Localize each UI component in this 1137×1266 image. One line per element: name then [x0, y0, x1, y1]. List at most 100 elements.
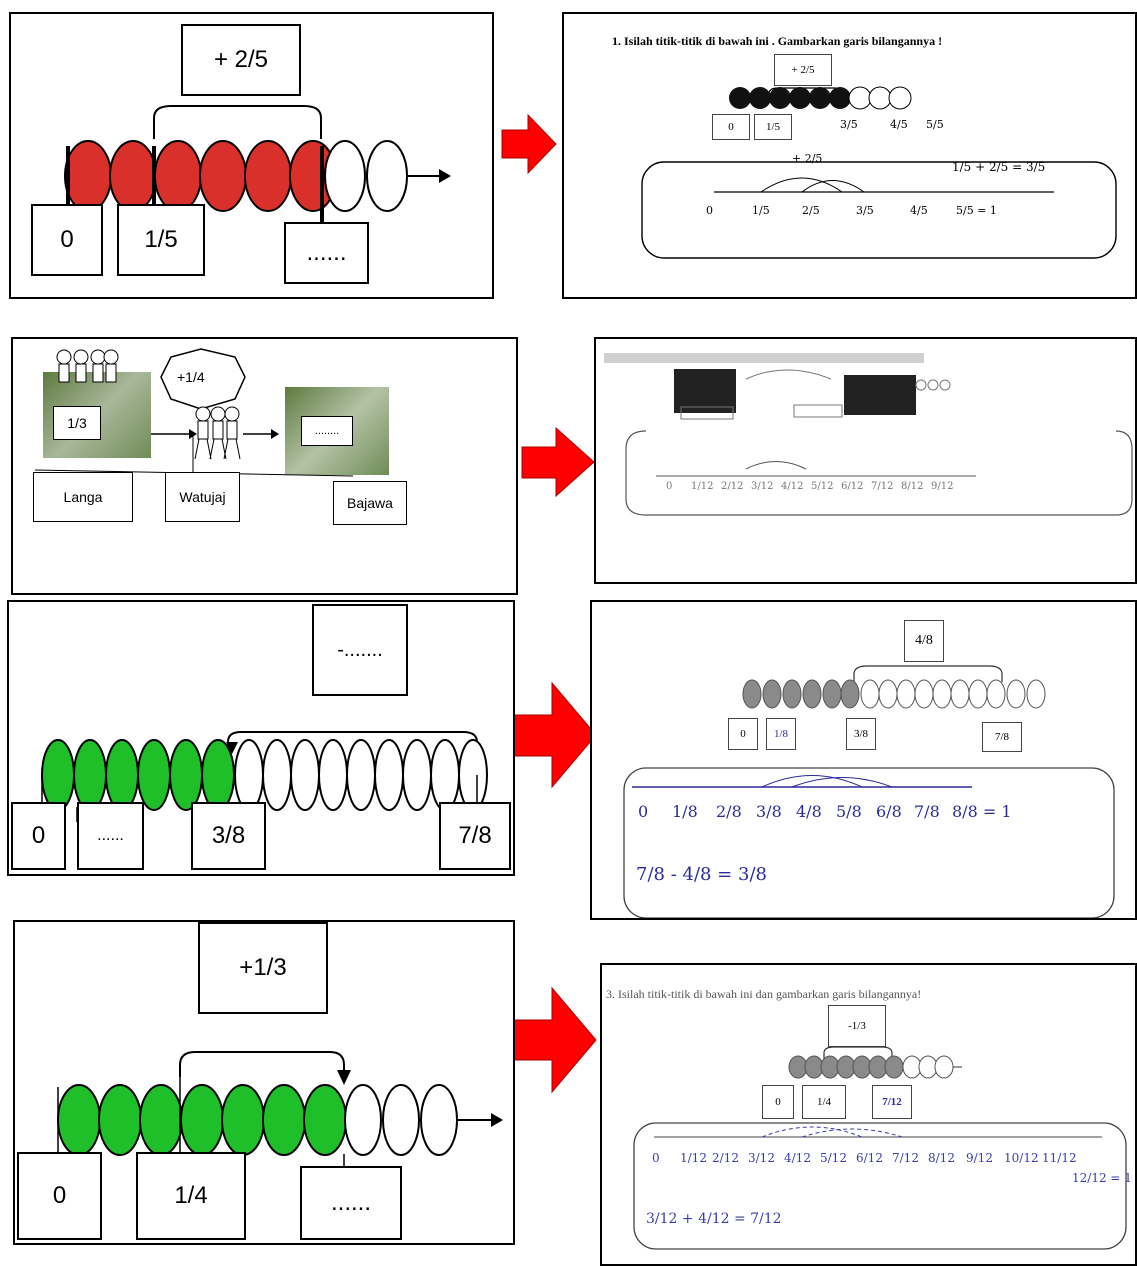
operator-box: -....... — [312, 604, 408, 696]
tick: 3/8 — [756, 802, 782, 821]
bead — [382, 1084, 420, 1156]
tick: 4/8 — [796, 802, 822, 821]
worksheet-row1: 1. Isilah titik-titik di bawah ini . Gam… — [562, 12, 1137, 299]
bead — [41, 739, 75, 811]
bead — [888, 86, 912, 110]
bead — [878, 679, 898, 709]
label-box-0: 0 — [11, 802, 66, 870]
tick: 5/12 — [820, 1151, 847, 1165]
bead — [139, 1084, 183, 1156]
bead — [374, 739, 404, 811]
tick: 2/12 — [712, 1151, 739, 1165]
tick: 8/8 = 1 — [952, 802, 1012, 821]
hand-frac: 5/5 — [926, 118, 944, 131]
hand-frac: 3/5 — [840, 118, 858, 131]
bead — [57, 1084, 101, 1156]
tick: 7/8 — [914, 802, 940, 821]
bead — [105, 739, 139, 811]
bead — [788, 1055, 808, 1079]
bead — [932, 679, 952, 709]
people-group-2 — [194, 406, 241, 460]
tick: 4/5 — [910, 204, 928, 217]
tick: 7/12 — [892, 1151, 919, 1165]
red-arrow-1 — [501, 113, 557, 175]
operator-octagon — [160, 348, 246, 410]
answer-box: ...... — [300, 1166, 402, 1240]
fraction-box: 1/3 — [53, 406, 101, 440]
bead — [804, 1055, 824, 1079]
ws-box-0: 0 — [712, 114, 750, 140]
bead — [262, 739, 292, 811]
tick: 3/12 — [748, 1151, 775, 1165]
bead — [829, 87, 851, 109]
tick: 11/12 — [1042, 1151, 1077, 1165]
bead — [180, 1084, 224, 1156]
bead — [201, 739, 235, 811]
operator-label: +1/4 — [177, 369, 205, 385]
svg-text:1/12: 1/12 — [691, 481, 713, 492]
bead — [820, 1055, 840, 1079]
operator-box: -1/3 — [828, 1005, 886, 1047]
worksheet-beads — [633, 1046, 1127, 1250]
place-watujaj: Watujaj — [165, 472, 240, 522]
bead-string — [57, 1051, 503, 1167]
bead — [789, 87, 811, 109]
answer-box: ...... — [284, 222, 369, 284]
bead — [729, 87, 751, 109]
worksheet-row4: 3. Isilah titik-titik di bawah ini dan g… — [600, 963, 1137, 1266]
svg-text:9/12: 9/12 — [931, 481, 953, 492]
bead — [154, 140, 202, 212]
ws-box-1: 1/8 — [766, 718, 796, 750]
bead — [1006, 679, 1026, 709]
place-bajawa: Bajawa — [333, 481, 407, 525]
red-arrow-2 — [521, 426, 595, 498]
bead — [98, 1084, 142, 1156]
label-box-1: 1/4 — [136, 1152, 246, 1240]
bead — [762, 679, 782, 709]
tick: 0 — [638, 802, 649, 821]
ws-box-1: 1/5 — [754, 114, 792, 140]
bead — [458, 739, 488, 811]
bead — [782, 679, 802, 709]
tick: 10/12 — [1004, 1151, 1039, 1165]
tick: 6/12 — [856, 1151, 883, 1165]
bead — [868, 86, 892, 110]
panel-row4-left: +1/3 0 1/4 ...... — [13, 920, 515, 1245]
hand-frac: 4/5 — [890, 118, 908, 131]
bead — [860, 679, 880, 709]
svg-text:5/12: 5/12 — [811, 481, 833, 492]
green-beads — [41, 739, 488, 811]
bead — [934, 1055, 954, 1079]
worksheet-title: 1. Isilah titik-titik di bawah ini . Gam… — [612, 34, 943, 48]
ws-box-1: 1/4 — [802, 1085, 846, 1119]
svg-text:2/12: 2/12 — [721, 481, 743, 492]
ws-box-2: 3/8 — [846, 718, 876, 750]
bead — [109, 140, 157, 212]
tick: 8/12 — [928, 1151, 955, 1165]
bead — [64, 140, 112, 212]
equation: 3/12 + 4/12 = 7/12 — [646, 1211, 782, 1227]
tick: 0 — [706, 204, 713, 217]
tick: 1/8 — [672, 802, 698, 821]
label-box-2: 7/8 — [439, 802, 511, 870]
bead — [896, 679, 916, 709]
bead — [852, 1055, 872, 1079]
bead — [884, 1055, 904, 1079]
bead — [1026, 679, 1046, 709]
red-arrow-4 — [511, 986, 597, 1094]
bead — [769, 87, 791, 109]
tick: 4/12 — [784, 1151, 811, 1165]
bead — [950, 679, 970, 709]
bead — [914, 679, 934, 709]
bead — [420, 1084, 458, 1156]
ws-box-0: 0 — [728, 718, 758, 750]
people-group-1 — [56, 349, 119, 383]
operator-box: +1/3 — [198, 922, 328, 1014]
tick: 5/8 — [836, 802, 862, 821]
svg-text:7/12: 7/12 — [871, 481, 893, 492]
ws-box-0: 0 — [762, 1085, 794, 1119]
bead — [244, 140, 292, 212]
tick: 9/12 — [966, 1151, 993, 1165]
